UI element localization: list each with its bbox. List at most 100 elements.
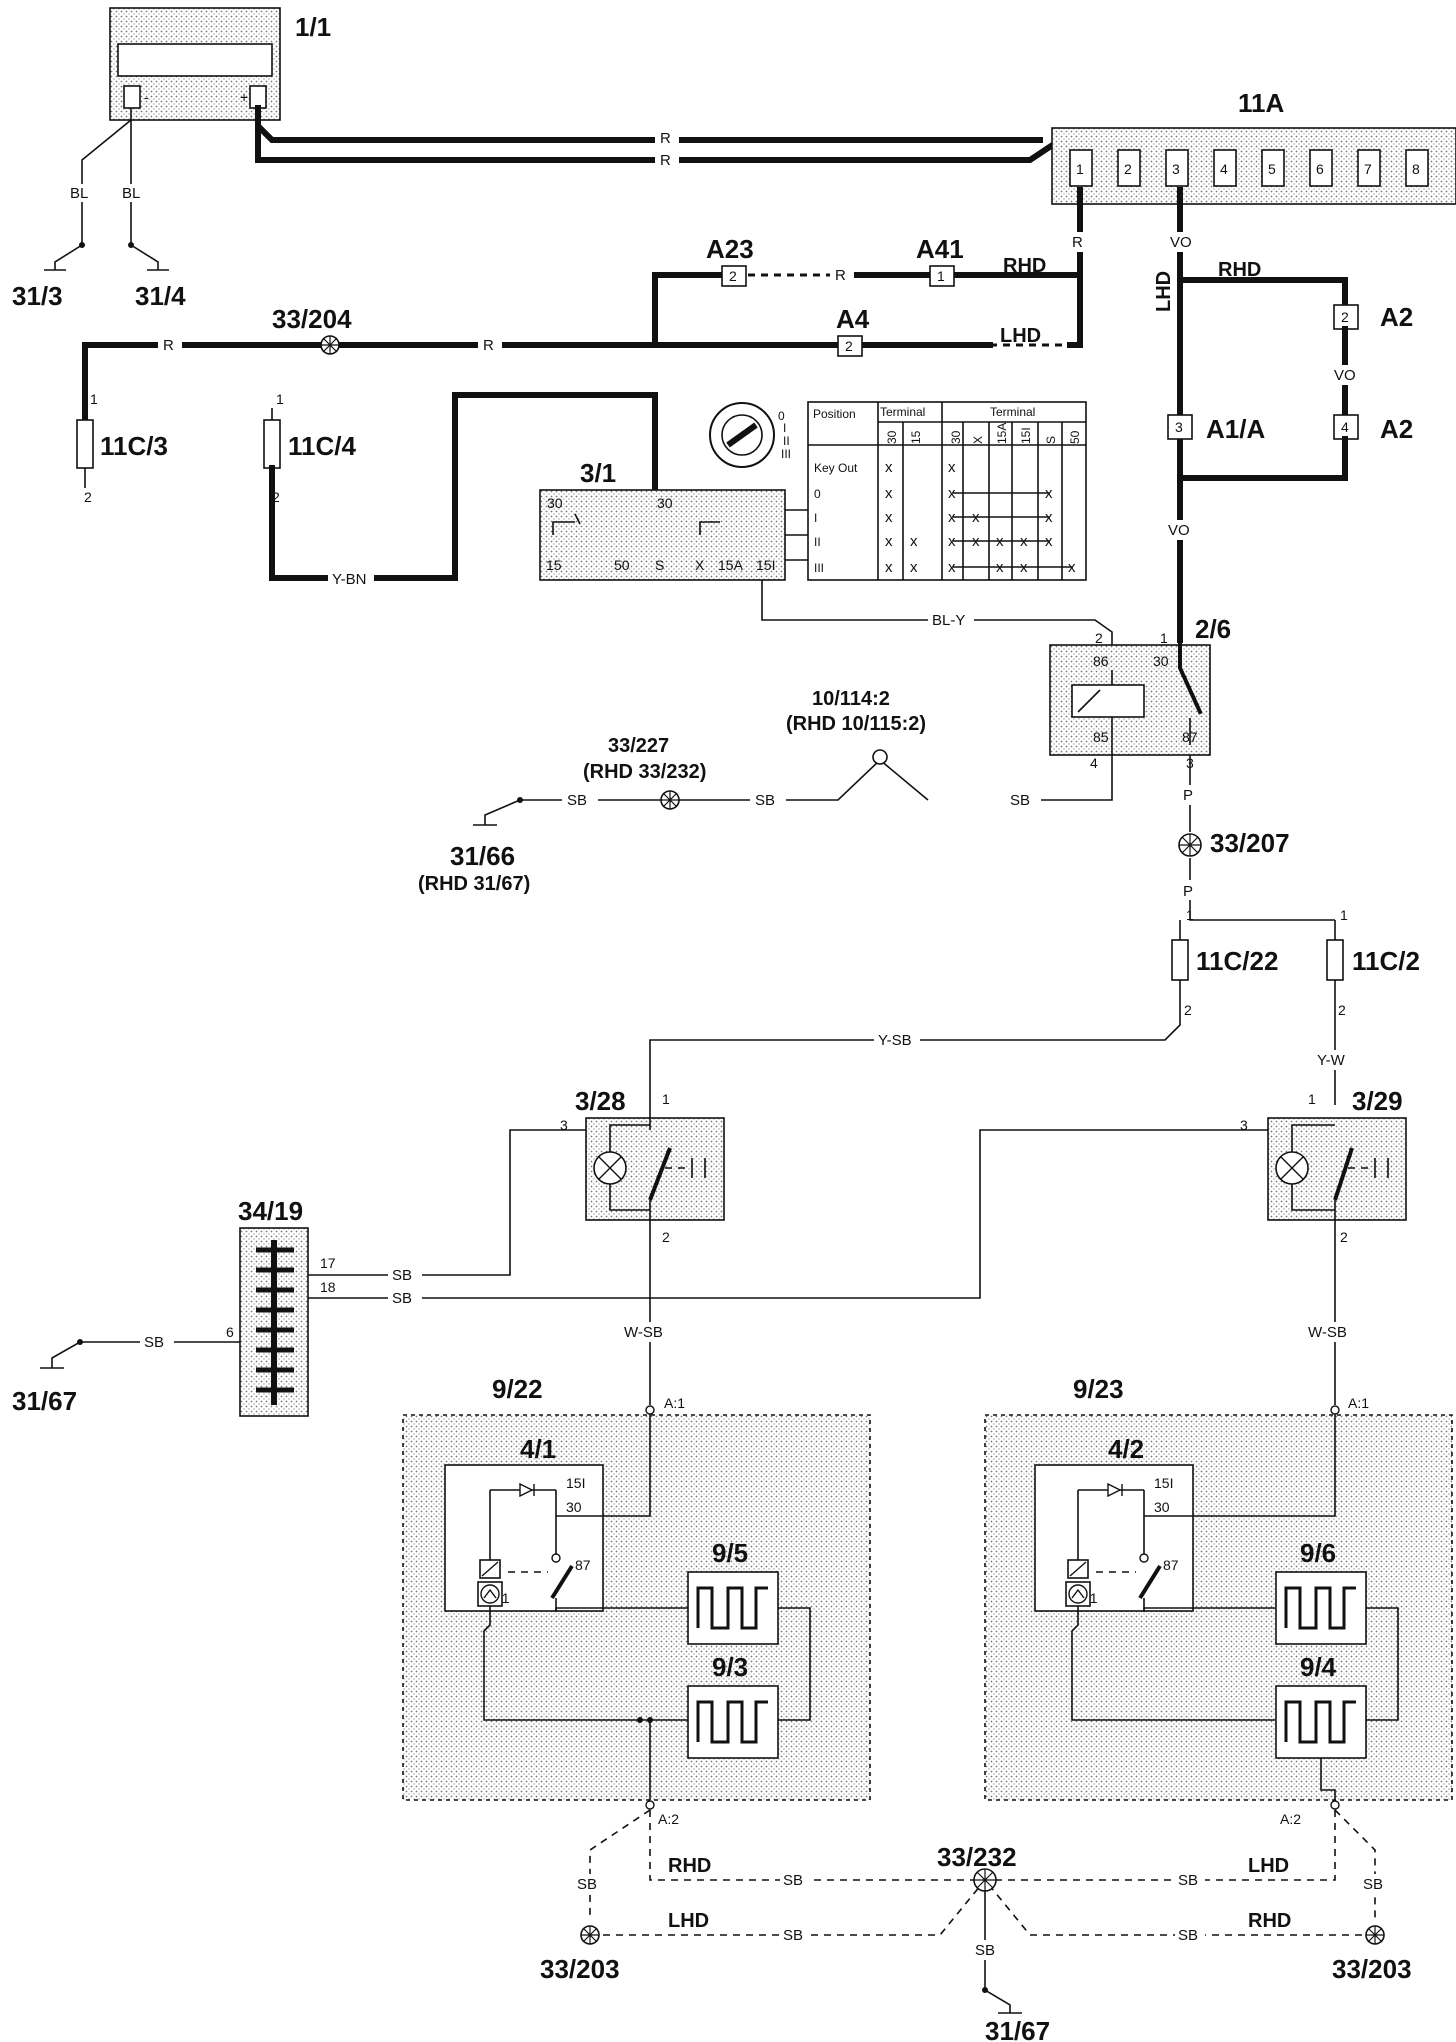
table-mark: x xyxy=(948,559,956,576)
wire-sb-rhd-right: SB xyxy=(1178,1927,1198,1944)
11c22-pin2: 2 xyxy=(1184,1002,1192,1018)
fuses-11c3-11c4: 1 2 11C/3 1 2 11C/4 Y-BN xyxy=(76,391,658,588)
wire-yw: Y-W xyxy=(1317,1052,1346,1069)
ground-31-67-left-label: 31/67 xyxy=(12,1386,77,1416)
11c3-pin1: 1 xyxy=(90,391,98,407)
fuse-slot-4 xyxy=(1213,149,1237,187)
sw329-pin2: 2 xyxy=(1340,1229,1348,1245)
rhd-label-bottom-left: RHD xyxy=(668,1855,711,1877)
fuse-slot-label-7: 7 xyxy=(1364,161,1372,177)
table-mark: x xyxy=(885,559,893,576)
key-pos-3: III xyxy=(781,447,791,461)
wire-ybn: Y-BN xyxy=(332,571,366,588)
11c2-pin1: 1 xyxy=(1340,907,1348,923)
conn-pin-18: 18 xyxy=(320,1279,336,1295)
table-mark: x xyxy=(910,559,918,576)
wire-sb-lhd-right: SB xyxy=(1178,1872,1198,1889)
fuse-slot-label-4: 4 xyxy=(1220,161,1228,177)
conn-pin-6: 6 xyxy=(226,1324,234,1340)
wire-r-main-2: R xyxy=(483,337,494,354)
wire-bly: BL-Y xyxy=(932,612,965,629)
ign-pin-30b: 30 xyxy=(657,495,673,511)
table-mark: x xyxy=(885,485,893,502)
lhd-label-bottom-right: LHD xyxy=(1248,1855,1289,1877)
conn-pin-17: 17 xyxy=(320,1255,336,1271)
switch-3-29-label: 3/29 xyxy=(1352,1086,1403,1116)
table-sub-b-5: 50 xyxy=(1068,430,1082,444)
bly-wire: BL-Y xyxy=(761,580,1113,648)
fuse-11c4-label: 11C/4 xyxy=(288,431,356,461)
sb-ground-path: 10/114:2 (RHD 10/115:2) 33/227 (RHD 33/2… xyxy=(418,688,1113,895)
wire-bl-2b: BL xyxy=(122,185,140,202)
relay-2-6-label: 2/6 xyxy=(1195,614,1231,644)
table-row-1: 0 xyxy=(814,487,821,501)
table-sub-a-0: 30 xyxy=(885,430,899,444)
fuse-slot-2 xyxy=(1117,149,1141,187)
11c3-pin2: 2 xyxy=(84,489,92,505)
fuse-slot-label-2: 2 xyxy=(1124,161,1132,177)
switch-3-29: 3/29 1 3 2 xyxy=(430,1086,1407,1299)
11c22-pin1: 1 xyxy=(1186,907,1194,923)
a41-label: A41 xyxy=(916,234,964,264)
relay-2-6: 2/6 2 1 86 30 85 87 4 3 xyxy=(1049,614,1231,771)
ign-pin-15i: 15I xyxy=(756,557,775,573)
sw329-pin1: 1 xyxy=(1308,1091,1316,1107)
a4-label: A4 xyxy=(836,304,870,334)
fuse-slot-3 xyxy=(1165,149,1189,187)
m922-a1: A:1 xyxy=(664,1395,685,1411)
wire-sb-rhd-left: SB xyxy=(783,1872,803,1889)
r42-pin-15i: 15I xyxy=(1154,1475,1173,1491)
sw329-pin3: 3 xyxy=(1240,1117,1248,1133)
feed-wires: R 2 1 A23 A41 R RHD 2 A4 LHD R R 33/204 xyxy=(82,187,1092,413)
ignition-label: 3/1 xyxy=(580,458,616,488)
table-mark: x xyxy=(910,533,918,550)
ground-31-3-label: 31/3 xyxy=(12,281,63,311)
wire-p-2: P xyxy=(1183,883,1193,900)
key-pos-0: 0 xyxy=(778,409,785,423)
wire-r-feed: R xyxy=(1072,234,1083,251)
table-col-terminal-b: Terminal xyxy=(990,405,1035,419)
a1a-label: A1/A xyxy=(1206,414,1265,444)
battery-plus-label: + xyxy=(240,89,248,105)
table-col-position: Position xyxy=(813,407,856,421)
conn-10-114-label: 10/114:2 xyxy=(812,688,890,710)
ignition-switch-3-1: 3/1 30 30 15 50 S X 15A 15I 0 I II III P… xyxy=(539,401,1087,581)
fuse-11c2-label: 11C/2 xyxy=(1352,946,1420,976)
a2-top-pin: 2 xyxy=(1341,309,1349,325)
fuse-slot-5 xyxy=(1261,149,1285,187)
wire-vo-2: VO xyxy=(1334,367,1356,384)
lhd-label-bottom-left: LHD xyxy=(668,1910,709,1932)
battery-1-1: - + 1/1 xyxy=(109,7,331,121)
rhd-label-bottom-right: RHD xyxy=(1248,1910,1291,1932)
fuse-slot-label-3: 3 xyxy=(1172,161,1180,177)
wire-sb-lhd-left: SB xyxy=(783,1927,803,1944)
bottom-ground-network: 33/232 33/203 33/203 31/67 SB SB SB SB S… xyxy=(540,1809,1412,2042)
table-mark: x xyxy=(948,509,956,526)
wire-vo-1: VO xyxy=(1170,234,1192,251)
m923-a1: A:1 xyxy=(1348,1395,1369,1411)
table-sub-b-3: 15I xyxy=(1019,427,1033,444)
heater-9-3-label: 9/3 xyxy=(712,1652,748,1682)
table-mark: x xyxy=(948,533,956,550)
fuse-slot-label-6: 6 xyxy=(1316,161,1324,177)
battery-label: 1/1 xyxy=(295,12,331,42)
relay-4-1-label: 4/1 xyxy=(520,1434,556,1464)
sw328-pin2: 2 xyxy=(662,1229,670,1245)
wire-wsb-left: W-SB xyxy=(624,1324,663,1341)
wire-wsb-right: W-SB xyxy=(1308,1324,1347,1341)
ign-pin-15: 15 xyxy=(546,557,562,573)
sw328-pin3: 3 xyxy=(560,1117,568,1133)
fuse-slot-7 xyxy=(1357,149,1381,187)
r42-pin-87: 87 xyxy=(1163,1557,1179,1573)
fuse-slot-8 xyxy=(1405,149,1429,187)
fuse-slot-label-8: 8 xyxy=(1412,161,1420,177)
fuse-slot-label-1: 1 xyxy=(1076,161,1084,177)
table-mark: x xyxy=(885,509,893,526)
m922-a2: A:2 xyxy=(658,1811,679,1827)
a1a-pin: 3 xyxy=(1175,419,1183,435)
wire-sb-2: SB xyxy=(755,792,775,809)
relay-pin-85: 85 xyxy=(1093,729,1109,745)
table-row-3: II xyxy=(814,535,821,549)
wire-sb-bottom-right: SB xyxy=(1363,1876,1383,1893)
